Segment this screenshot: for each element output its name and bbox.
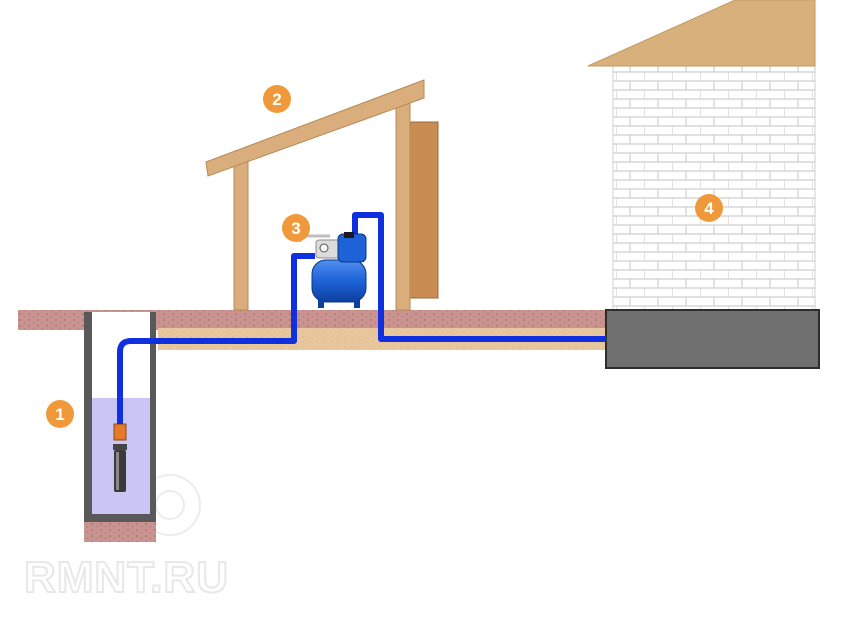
house-roof [587, 0, 816, 67]
badge-well: 1 [46, 400, 74, 428]
badge-pump-station-label: 3 [291, 219, 300, 238]
shed-post-right [395, 99, 411, 311]
submersible-pump-icon [113, 423, 127, 492]
pump-station-icon [298, 232, 367, 308]
ground-soil [18, 310, 606, 330]
badge-well-label: 1 [55, 405, 64, 424]
shed-post-left [233, 161, 249, 311]
supply-pipe [352, 212, 606, 342]
badge-shed: 2 [263, 85, 291, 113]
badge-house: 4 [695, 194, 723, 222]
house [587, 0, 820, 369]
house-brick-wall [612, 65, 816, 313]
badge-pump-station: 3 [282, 214, 310, 242]
well-bottom-soil [84, 522, 156, 542]
house-foundation [605, 309, 820, 369]
water-pipes [117, 212, 606, 424]
shed [205, 79, 439, 311]
badge-house-label: 4 [704, 199, 714, 218]
watermark: RMNT.RU [23, 474, 229, 603]
shed-roof [205, 79, 425, 177]
shed-door [409, 121, 439, 299]
badge-shed-label: 2 [272, 90, 281, 109]
watermark-text: RMNT.RU [24, 553, 229, 602]
suction-pipe [117, 253, 315, 424]
